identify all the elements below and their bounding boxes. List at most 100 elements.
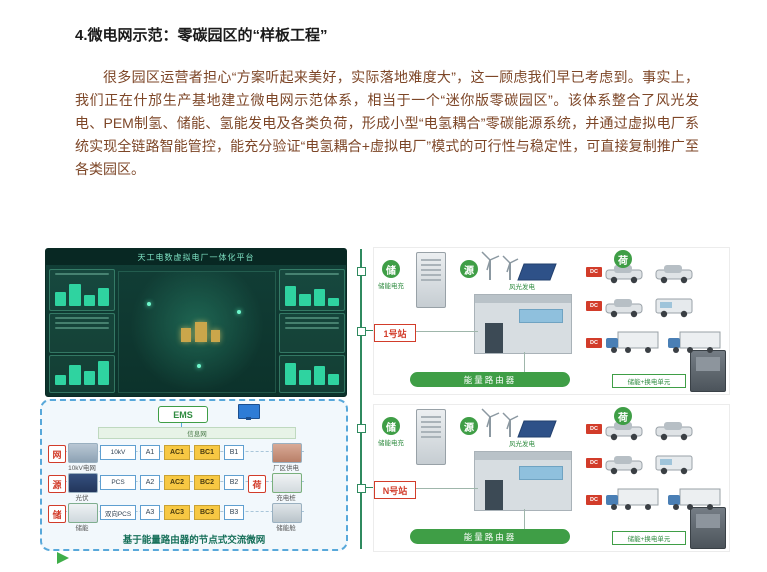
source-circle-tag: 源 bbox=[460, 417, 478, 435]
swap-cabinet-icon bbox=[690, 350, 726, 392]
roof bbox=[475, 452, 571, 460]
dashboard-widget bbox=[279, 269, 345, 311]
dc-converter: DC bbox=[586, 338, 602, 348]
body-paragraph: 很多园区运营者担心“方案听起来美好，实际落地难度大”，这一顾虑我们早已考虑到。事… bbox=[75, 69, 699, 177]
ems-caption: 基于能量路由器的节点式交流微网 bbox=[122, 535, 266, 546]
roof bbox=[475, 295, 571, 303]
storage-label: 储能电充 bbox=[378, 440, 404, 447]
dashboard-map bbox=[118, 271, 276, 393]
dashboard-widget bbox=[279, 313, 345, 353]
source-tag: 源 bbox=[48, 475, 66, 493]
swap-unit-label: 储能+换电单元 bbox=[612, 531, 686, 545]
car-icon bbox=[605, 456, 643, 475]
hydrogen-station-icon bbox=[474, 294, 572, 354]
station-wire bbox=[524, 352, 525, 372]
feeder-box: 10kV bbox=[100, 445, 136, 460]
storage-label: 储能电充 bbox=[378, 283, 404, 290]
truck-icon bbox=[668, 331, 721, 353]
node-b1: B1 bbox=[224, 445, 244, 460]
node-b2: B2 bbox=[224, 475, 244, 490]
green-triangle-marker bbox=[57, 552, 69, 564]
pv-label: 光伏 bbox=[75, 495, 89, 502]
converter-bc2: BC2 bbox=[194, 475, 220, 490]
building-3d-icon bbox=[195, 322, 207, 342]
station-name-badge: 1号站 bbox=[374, 324, 416, 342]
ems-box: EMS bbox=[158, 406, 208, 423]
converter-bc1: BC1 bbox=[194, 445, 220, 460]
node-b3: B3 bbox=[224, 505, 244, 520]
dc-converter: DC bbox=[586, 301, 602, 311]
dashboard-widget bbox=[279, 355, 345, 393]
car-icon bbox=[655, 265, 693, 284]
swap-unit-label: 储能+换电单元 bbox=[612, 374, 686, 388]
dashboard-widget bbox=[49, 313, 115, 353]
vehicle-fleet-icon bbox=[605, 265, 721, 353]
dc-converter: DC bbox=[586, 267, 602, 277]
node-a2: A2 bbox=[140, 475, 160, 490]
storage-circle-tag: 储 bbox=[382, 417, 400, 435]
ems-diagram-panel: EMS 信息网 网 源 储 10kV电网 光伏 储能 10kV PCS 双向PC… bbox=[40, 399, 348, 551]
factory-label: 厂区供电 bbox=[273, 465, 299, 472]
factory-photo bbox=[272, 443, 302, 463]
bus-node-icon bbox=[357, 327, 366, 336]
glow-dot-icon bbox=[237, 310, 241, 314]
dc-converter: DC bbox=[586, 458, 602, 468]
converter-bc3: BC3 bbox=[194, 505, 220, 520]
bus-node-icon bbox=[357, 267, 366, 276]
node-a3: A3 bbox=[140, 505, 160, 520]
van-icon bbox=[655, 455, 693, 475]
station-wire bbox=[374, 488, 478, 489]
dc-converter: DC bbox=[586, 495, 602, 505]
feeder-box: PCS bbox=[100, 475, 136, 490]
window bbox=[519, 309, 563, 323]
glow-dot-icon bbox=[197, 364, 201, 368]
vpp-dashboard-panel: 天工电数虚拟电厂一体化平台 bbox=[45, 248, 347, 397]
source-circle-tag: 源 bbox=[460, 260, 478, 278]
converter-ac1: AC1 bbox=[164, 445, 190, 460]
building-3d-icon bbox=[211, 330, 220, 342]
door bbox=[485, 323, 503, 353]
vehicle-fleet-icon bbox=[605, 422, 721, 510]
battery-cabinet-icon bbox=[416, 252, 446, 308]
station-diagrams: 储 储能电充 源 风光发电 bbox=[352, 247, 730, 552]
grid-tag: 网 bbox=[48, 445, 66, 463]
battery-label: 储能 bbox=[75, 525, 89, 532]
wind-solar-icon bbox=[481, 251, 557, 281]
bus-stub-line bbox=[361, 330, 373, 331]
battery-photo bbox=[68, 503, 98, 523]
source-label: 风光发电 bbox=[509, 441, 535, 448]
storage-tag: 储 bbox=[48, 505, 66, 523]
dashboard-widget bbox=[49, 269, 115, 311]
car-icon bbox=[605, 299, 643, 318]
monitor-stand-icon bbox=[246, 417, 251, 420]
charger-label: 充电桩 bbox=[276, 495, 296, 502]
storage-cabin-photo bbox=[272, 503, 302, 523]
feeder-box: 双向PCS bbox=[100, 505, 136, 520]
station-wire bbox=[374, 331, 478, 332]
pv-photo bbox=[68, 473, 98, 493]
dc-bus-line bbox=[360, 249, 362, 549]
swap-cabinet-icon bbox=[690, 507, 726, 549]
dc-converter: DC bbox=[586, 424, 602, 434]
substation-photo bbox=[68, 443, 98, 463]
energy-router-bar: 能量路由器 bbox=[410, 372, 570, 387]
section-title: 4.微电网示范：零碳园区的“样板工程” bbox=[75, 27, 328, 44]
load-circle-tag: 荷 bbox=[614, 407, 632, 425]
station-1-diagram: 储 储能电充 源 风光发电 bbox=[373, 247, 730, 395]
energy-router-bar: 能量路由器 bbox=[410, 529, 570, 544]
load-tag: 荷 bbox=[248, 475, 266, 493]
bus-node-icon bbox=[357, 484, 366, 493]
ems-link-line bbox=[181, 421, 182, 427]
hydrogen-station-icon bbox=[474, 451, 572, 511]
converter-ac3: AC3 bbox=[164, 505, 190, 520]
car-icon bbox=[605, 422, 643, 441]
node-a1: A1 bbox=[140, 445, 160, 460]
microgrid-figure: 天工电数虚拟电厂一体化平台 bbox=[40, 237, 730, 553]
converter-ac2: AC2 bbox=[164, 475, 190, 490]
bus-node-icon bbox=[357, 424, 366, 433]
substation-label: 10kV电网 bbox=[68, 465, 96, 472]
charger-photo bbox=[272, 473, 302, 493]
station-n-diagram: 储 储能电充 源 风光发电 bbox=[373, 404, 730, 552]
dashboard-widget bbox=[49, 355, 115, 393]
